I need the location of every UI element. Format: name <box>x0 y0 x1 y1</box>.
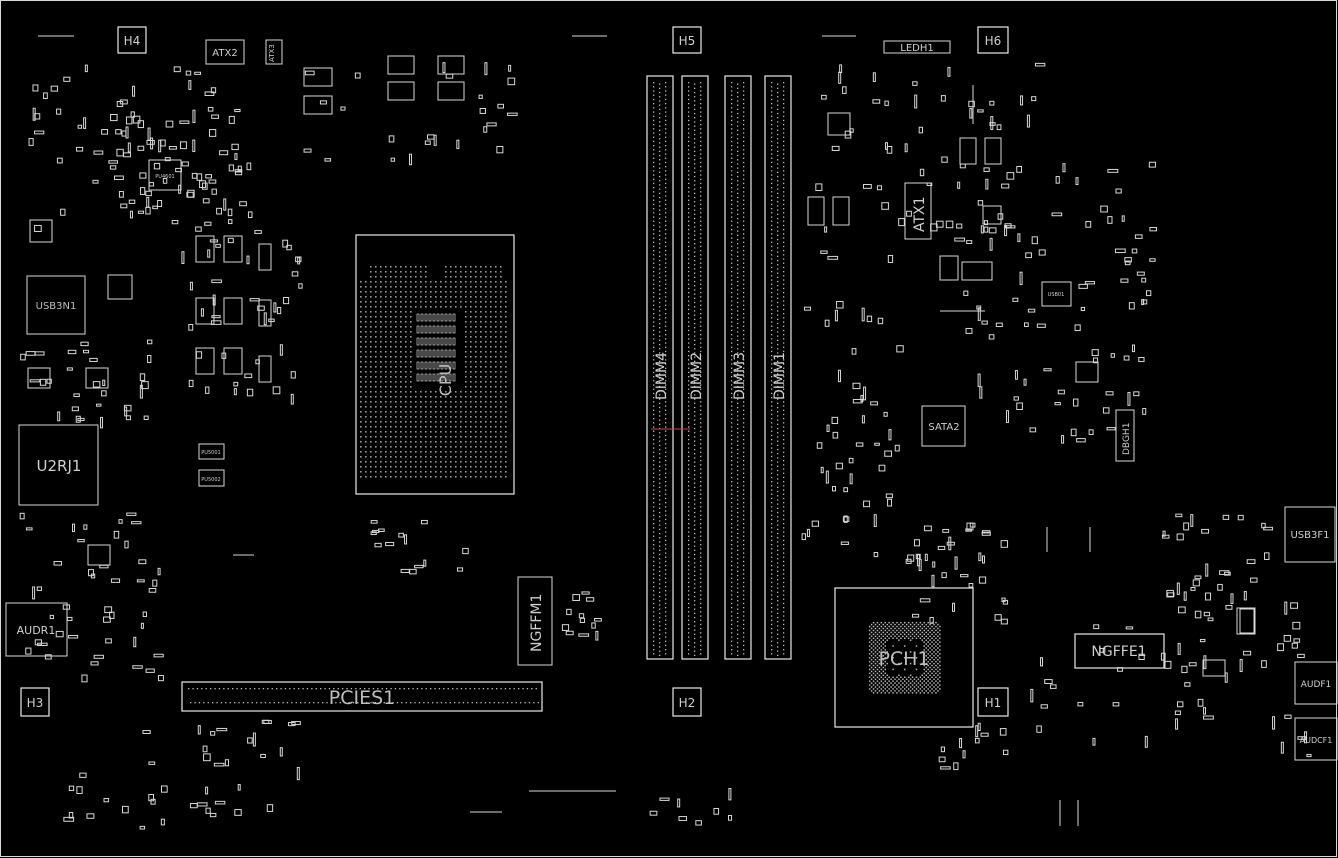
sata2-label: SATA2 <box>928 422 959 433</box>
dimm4-label: DIMM4 <box>654 352 670 400</box>
dimm3-label: DIMM3 <box>732 352 748 400</box>
dimm4-pins <box>653 82 667 656</box>
audcf1-label: AUDCF1 <box>1300 736 1333 745</box>
cpu-label: CPU <box>436 364 455 397</box>
audf1-label: AUDF1 <box>1301 680 1332 690</box>
chip-usb01[interactable]: USB01 <box>1041 281 1072 307</box>
h6-label: H6 <box>985 34 1002 48</box>
connector-audr1[interactable]: AUDR1 <box>5 602 68 657</box>
dbgh1-label: DBGH1 <box>1122 423 1132 455</box>
dimm3-pins <box>731 82 745 656</box>
audr1-label: AUDR1 <box>17 624 56 637</box>
usb3n1-label: USB3N1 <box>36 301 77 312</box>
pu5001-label: PU5001 <box>201 450 220 456</box>
dimm1-pins <box>771 82 785 656</box>
dimm2-pins <box>688 82 702 656</box>
atx3-label: ATX3 <box>268 44 276 62</box>
mounting-hole-h6[interactable]: H6 <box>977 26 1009 54</box>
dimm1-label: DIMM1 <box>772 352 788 400</box>
chip-pu5001[interactable]: PU5001 <box>198 443 225 460</box>
pu5002-label: PU5002 <box>201 477 220 483</box>
chip-pu5002[interactable]: PU5002 <box>198 469 225 487</box>
u2rj1-label: U2RJ1 <box>37 457 82 475</box>
slot-ngffe1[interactable]: NGFFE1 <box>1074 633 1165 669</box>
cpu-pad-grid <box>360 266 507 478</box>
h1-label: H1 <box>985 696 1002 710</box>
header-ledh1[interactable]: LEDH1 <box>883 40 951 54</box>
pcie-pins <box>188 688 539 704</box>
connector-atx1[interactable]: ATX1 <box>904 182 932 240</box>
header-usb3f1[interactable]: USB3F1 <box>1284 506 1336 563</box>
slot-ngffm1[interactable]: NGFFM1 <box>517 576 553 666</box>
mounting-hole-h4[interactable]: H4 <box>117 26 147 54</box>
cpu-socket[interactable]: CPU <box>355 234 515 495</box>
mounting-hole-h2[interactable]: H2 <box>672 687 702 717</box>
h2-label: H2 <box>679 696 696 710</box>
header-audcf1[interactable]: AUDCF1 <box>1294 717 1338 761</box>
connector-u2rj1[interactable]: U2RJ1 <box>18 424 99 506</box>
pcies1-label: PCIES1 <box>329 687 395 709</box>
mounting-hole-h3[interactable]: H3 <box>20 687 50 717</box>
slot-pcies1[interactable]: PCIES1 <box>181 681 543 712</box>
connector-atx2[interactable]: ATX2 <box>205 39 245 65</box>
atx1-label: ATX1 <box>912 196 928 232</box>
h3-label: H3 <box>27 696 44 710</box>
dimm-slot-2[interactable]: DIMM2 <box>681 75 709 660</box>
connector-atx3[interactable]: ATX3 <box>265 39 283 65</box>
ngffm1-label: NGFFM1 <box>529 594 545 652</box>
dimm-slot-3[interactable]: DIMM3 <box>724 75 752 660</box>
dimm-slot-1[interactable]: DIMM1 <box>764 75 792 660</box>
mounting-hole-h1[interactable]: H1 <box>977 687 1009 717</box>
dimm2-label: DIMM2 <box>689 352 705 400</box>
header-dbgh1[interactable]: DBGH1 <box>1115 409 1135 462</box>
h5-label: H5 <box>679 34 696 48</box>
usb01-label: USB01 <box>1048 292 1065 298</box>
h4-label: H4 <box>124 34 141 48</box>
pu4601-label: PU4601 <box>155 174 174 180</box>
atx2-label: ATX2 <box>212 48 237 59</box>
mounting-hole-h5[interactable]: H5 <box>672 26 702 54</box>
header-audf1[interactable]: AUDF1 <box>1294 661 1338 705</box>
connector-usb3n1[interactable]: USB3N1 <box>26 275 86 335</box>
pch1-label: PCH1 <box>878 648 929 670</box>
dimm-slot-4[interactable]: DIMM4 <box>646 75 674 660</box>
usb3f1-label: USB3F1 <box>1290 530 1329 541</box>
small-components <box>19 35 1312 830</box>
ledh1-label: LEDH1 <box>900 43 933 54</box>
connector-sata2[interactable]: SATA2 <box>921 405 966 447</box>
pch-ball-grid <box>868 621 941 694</box>
chip-pch1[interactable]: PCH1 <box>834 587 974 728</box>
